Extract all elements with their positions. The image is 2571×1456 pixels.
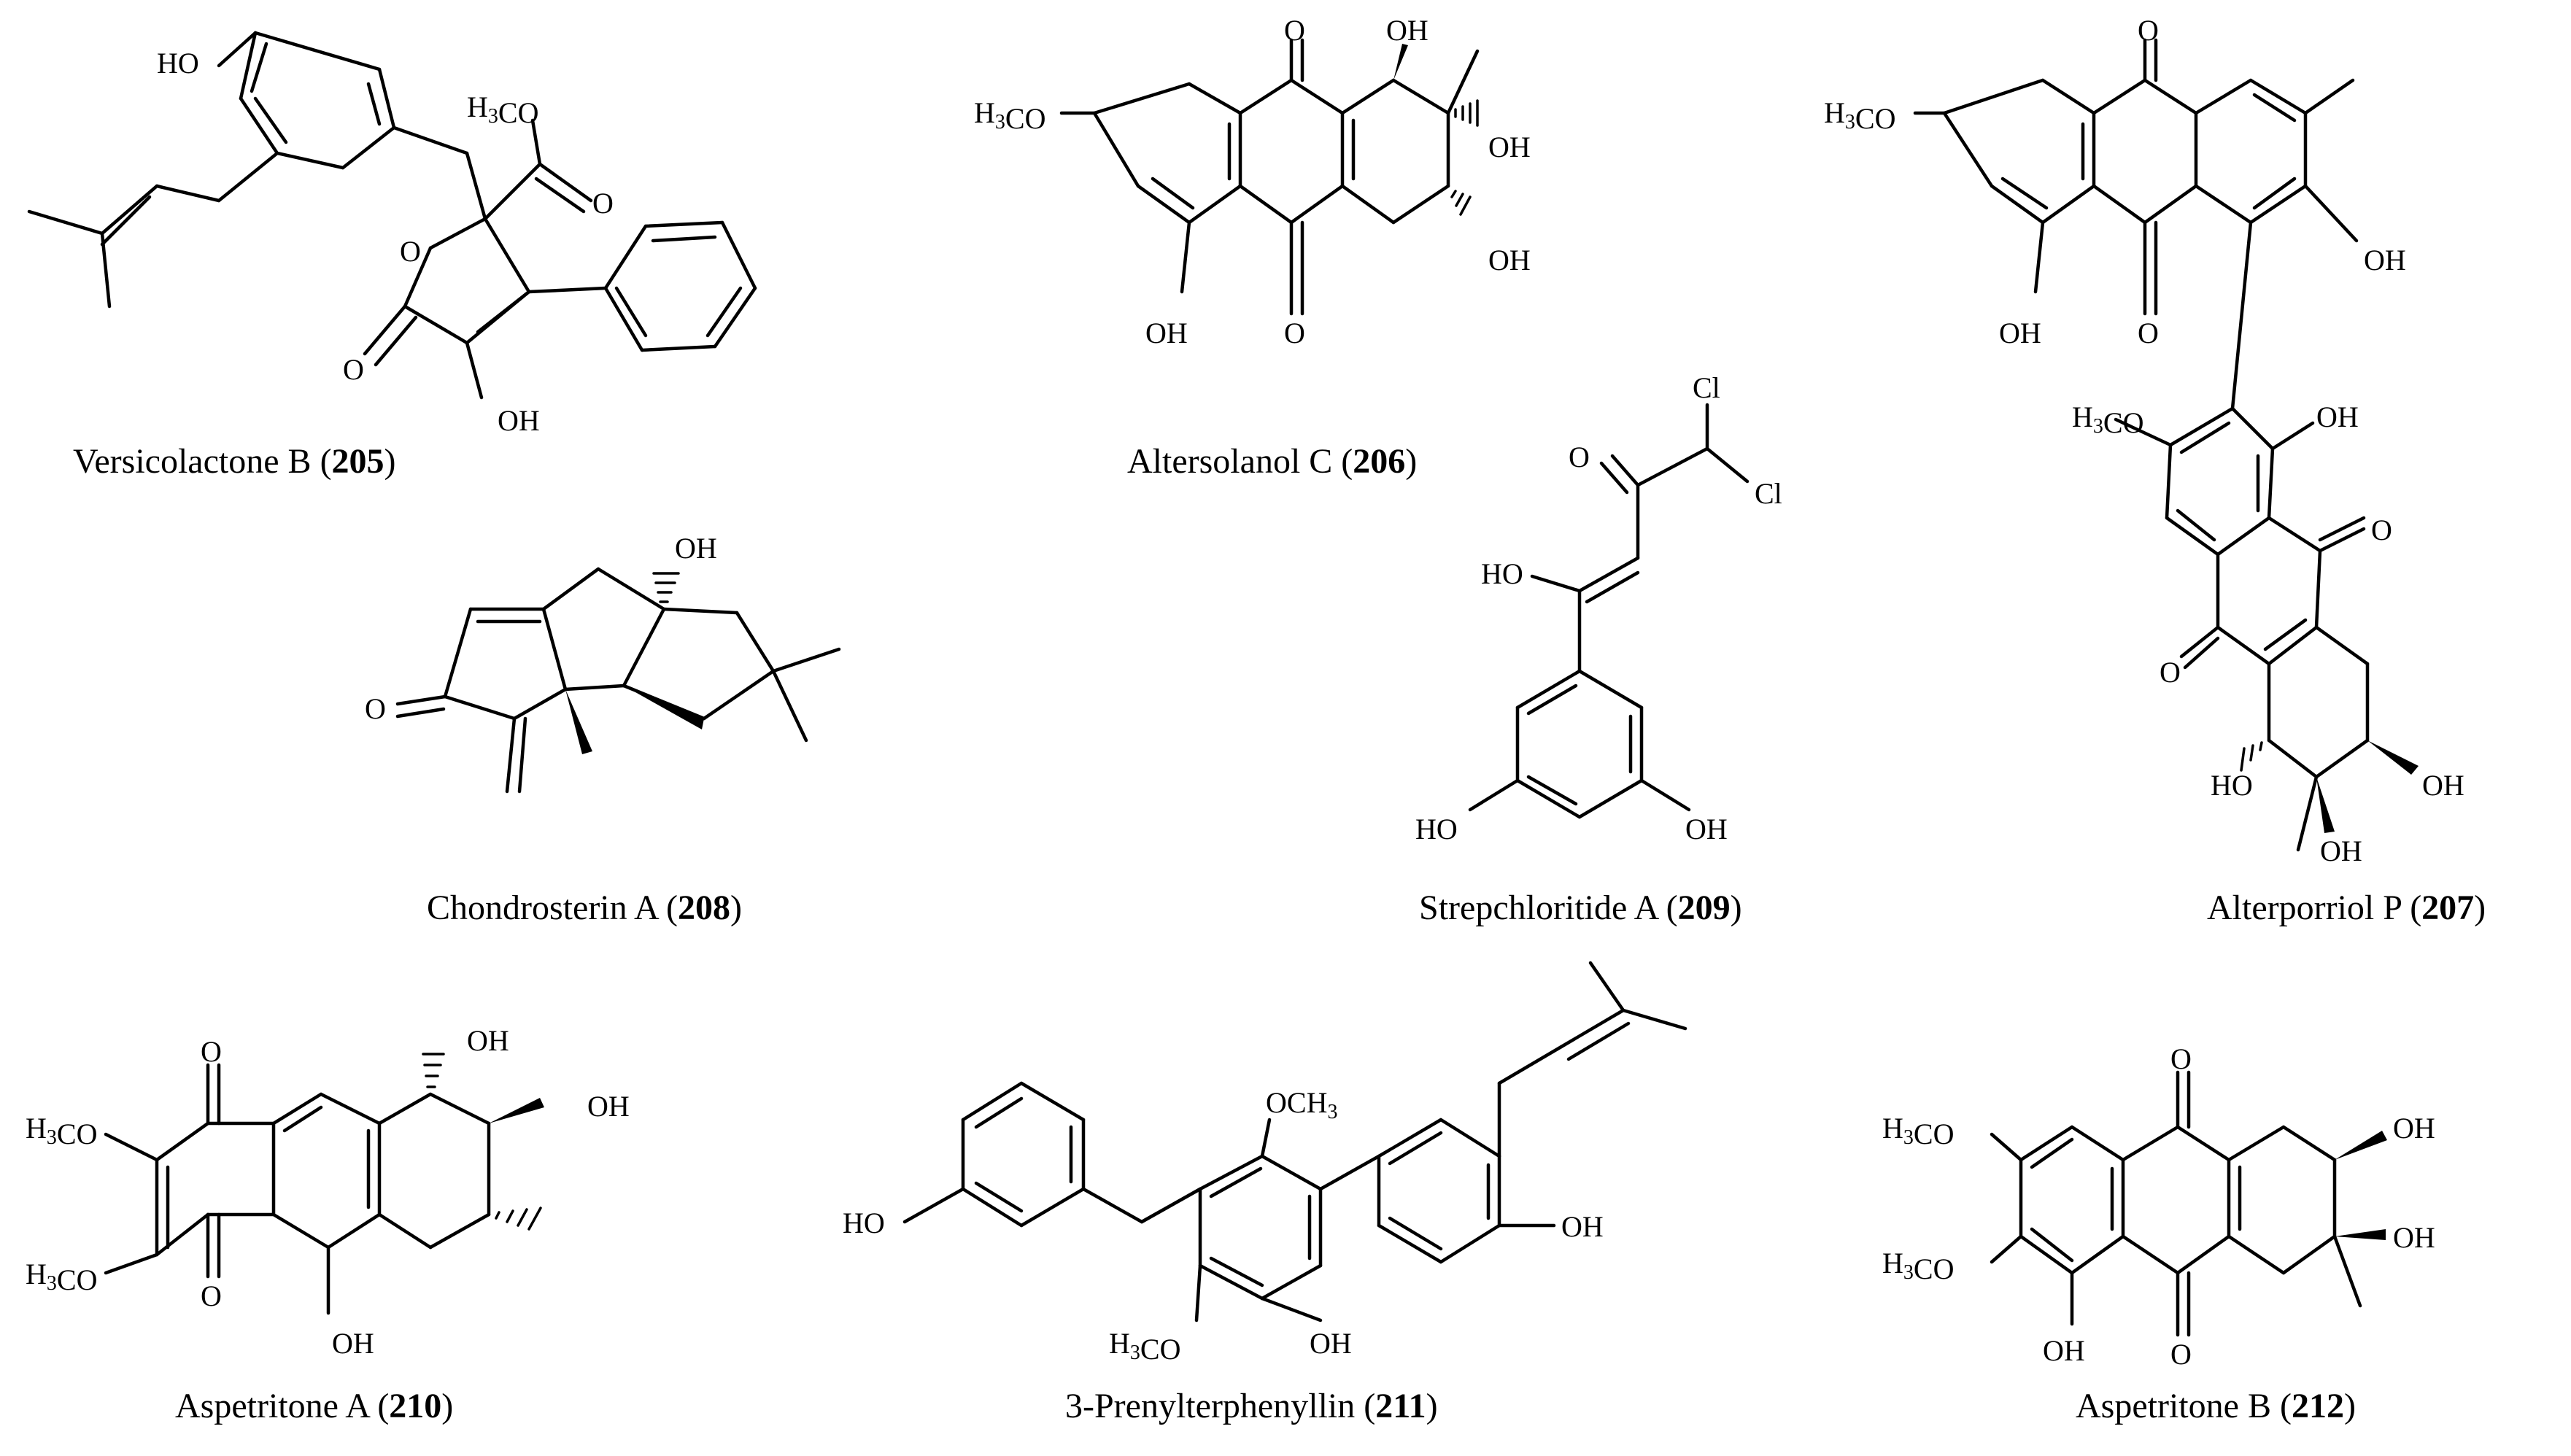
compound-207-wedge-2	[2316, 777, 2335, 833]
compound-207-ho-d: HO	[2211, 769, 2253, 802]
compound-207-h3co-top: H3CO	[1824, 96, 1895, 135]
compound-211-oh-mid: OH	[1310, 1327, 1352, 1360]
compound-208-hash-1	[652, 572, 680, 603]
compound-211-oh-right: OH	[1561, 1210, 1604, 1243]
compound-210-h3co-1: H3CO	[26, 1112, 97, 1150]
compound-209-structure	[1468, 403, 1750, 819]
compound-207-number: 207	[2421, 888, 2474, 927]
compound-208-o-label: O	[365, 692, 386, 725]
compound-210-number: 210	[389, 1387, 441, 1425]
compound-206-oh-bottom: OH	[1145, 317, 1188, 349]
compound-210-structure	[104, 1063, 491, 1315]
compound-209-oh-right: OH	[1685, 813, 1728, 845]
compound-207-oh-b: OH	[2364, 244, 2406, 276]
compound-212-structure	[1990, 1070, 2362, 1337]
compound-209-caption: Strepchloritide A (209)	[1419, 888, 1742, 927]
compound-210-o-bottom: O	[201, 1279, 222, 1312]
compound-212-wedge-2	[2335, 1229, 2386, 1240]
compound-208-number: 208	[678, 888, 730, 927]
compound-209-name: Strepchloritide A	[1419, 888, 1660, 927]
compound-209-o: O	[1569, 441, 1590, 473]
compound-208-structure	[395, 567, 841, 794]
compound-210-o-top: O	[201, 1035, 222, 1068]
compound-210-oh-bottom: OH	[332, 1327, 374, 1360]
compound-206-oh-right: OH	[1488, 131, 1531, 163]
compound-208-name: Chondrosterin A	[427, 888, 660, 927]
compound-206-structure	[1059, 38, 1480, 316]
compound-205-ester-o-label: O	[592, 187, 614, 220]
compound-205-lactone-o-label: O	[343, 353, 364, 386]
compound-209-ho-left: HO	[1415, 813, 1458, 845]
compound-210-name: Aspetritone A	[175, 1387, 371, 1425]
compound-206-h3co-label: H3CO	[974, 96, 1045, 135]
compound-206-number: 206	[1353, 442, 1405, 481]
compound-212-oh-1: OH	[2393, 1112, 2435, 1145]
compound-208-wedge-2	[624, 686, 704, 729]
compound-210-oh-right: OH	[587, 1090, 630, 1123]
compound-206-hash-1	[1454, 99, 1479, 127]
compound-212-oh-bottom: OH	[2043, 1334, 2085, 1367]
compound-211-structure	[902, 961, 1687, 1323]
compound-207-oh-f: OH	[2320, 835, 2362, 867]
compound-207-oh-e: OH	[2422, 769, 2464, 802]
compound-207-name: Alterporriol P	[2207, 888, 2401, 927]
compound-205-h3co-label: H3CO	[467, 90, 538, 129]
compound-209-cl2: Cl	[1755, 477, 1782, 510]
compound-207-oh-c: OH	[2316, 400, 2359, 433]
compound-207-oh-a: OH	[1999, 317, 2041, 349]
compound-212-h3co-1: H3CO	[1882, 1112, 1954, 1150]
compound-212-h3co-2: H3CO	[1882, 1247, 1954, 1285]
compound-210-wedge	[489, 1098, 544, 1123]
compound-209-number: 209	[1678, 888, 1731, 927]
compound-206-hash-2	[1450, 190, 1472, 216]
compound-210-hash-2	[495, 1207, 542, 1231]
compound-211-name: 3-Prenylterphenyllin	[1065, 1387, 1355, 1425]
compound-209-ho-enol: HO	[1481, 557, 1523, 590]
compound-207-o2: O	[2138, 317, 2159, 349]
compound-207-hash-1	[2240, 741, 2263, 772]
compound-207-structure	[1913, 38, 2370, 852]
compound-207-wedge-1	[2367, 740, 2419, 775]
compound-211-ho: HO	[843, 1207, 885, 1239]
compound-205-ring-o-label: O	[400, 235, 421, 268]
compound-210-oh-top: OH	[467, 1024, 509, 1057]
compound-210-h3co-2: H3CO	[26, 1258, 97, 1296]
compound-210-caption: Aspetritone A (210)	[175, 1387, 453, 1425]
compound-210-hash-1	[422, 1053, 445, 1088]
compound-206-caption: Altersolanol C (206)	[1127, 442, 1417, 481]
compound-212-caption: Aspetritone B (212)	[2076, 1387, 2356, 1425]
compound-212-name: Aspetritone B	[2076, 1387, 2271, 1425]
compound-205-oh-label: OH	[498, 404, 540, 437]
compound-206-quinone-o-top: O	[1284, 14, 1305, 47]
compound-211-number: 211	[1375, 1387, 1426, 1425]
compound-212-o-top: O	[2170, 1042, 2192, 1075]
compound-207-o3: O	[2371, 514, 2392, 546]
compound-212-number: 212	[2292, 1387, 2344, 1425]
compound-208-wedge-1	[565, 689, 592, 754]
compound-206-oh-top: OH	[1386, 14, 1428, 47]
compound-205-ho-label: HO	[157, 47, 199, 80]
compound-207-o1: O	[2138, 14, 2159, 47]
compound-212-wedge-1	[2335, 1131, 2387, 1160]
compound-208-oh-label: OH	[675, 532, 717, 565]
compound-206-oh-lower: OH	[1488, 244, 1531, 276]
compound-205-name: Versicolactone B	[73, 442, 312, 481]
compound-206-name: Altersolanol C	[1127, 442, 1332, 481]
compound-207-h3co-mid: H3CO	[2072, 400, 2143, 439]
compound-206-quinone-o-bottom: O	[1284, 317, 1305, 349]
compound-211-h3co: H3CO	[1109, 1327, 1180, 1366]
compound-209-cl1: Cl	[1693, 371, 1720, 404]
compound-212-o-bottom: O	[2170, 1338, 2192, 1371]
compound-211-och3: OCH3	[1266, 1086, 1337, 1123]
compound-207-caption: Alterporriol P (207)	[2207, 888, 2486, 927]
compound-205-structure	[27, 31, 757, 400]
compound-212-oh-2: OH	[2393, 1221, 2435, 1254]
compound-211-caption: 3-Prenylterphenyllin (211)	[1065, 1387, 1438, 1425]
compound-205-caption: Versicolactone B (205)	[73, 442, 396, 481]
compound-206-wedge	[1393, 44, 1408, 80]
compound-207-o4: O	[2160, 656, 2181, 689]
compound-205-number: 205	[332, 442, 384, 481]
compound-208-caption: Chondrosterin A (208)	[427, 888, 742, 927]
